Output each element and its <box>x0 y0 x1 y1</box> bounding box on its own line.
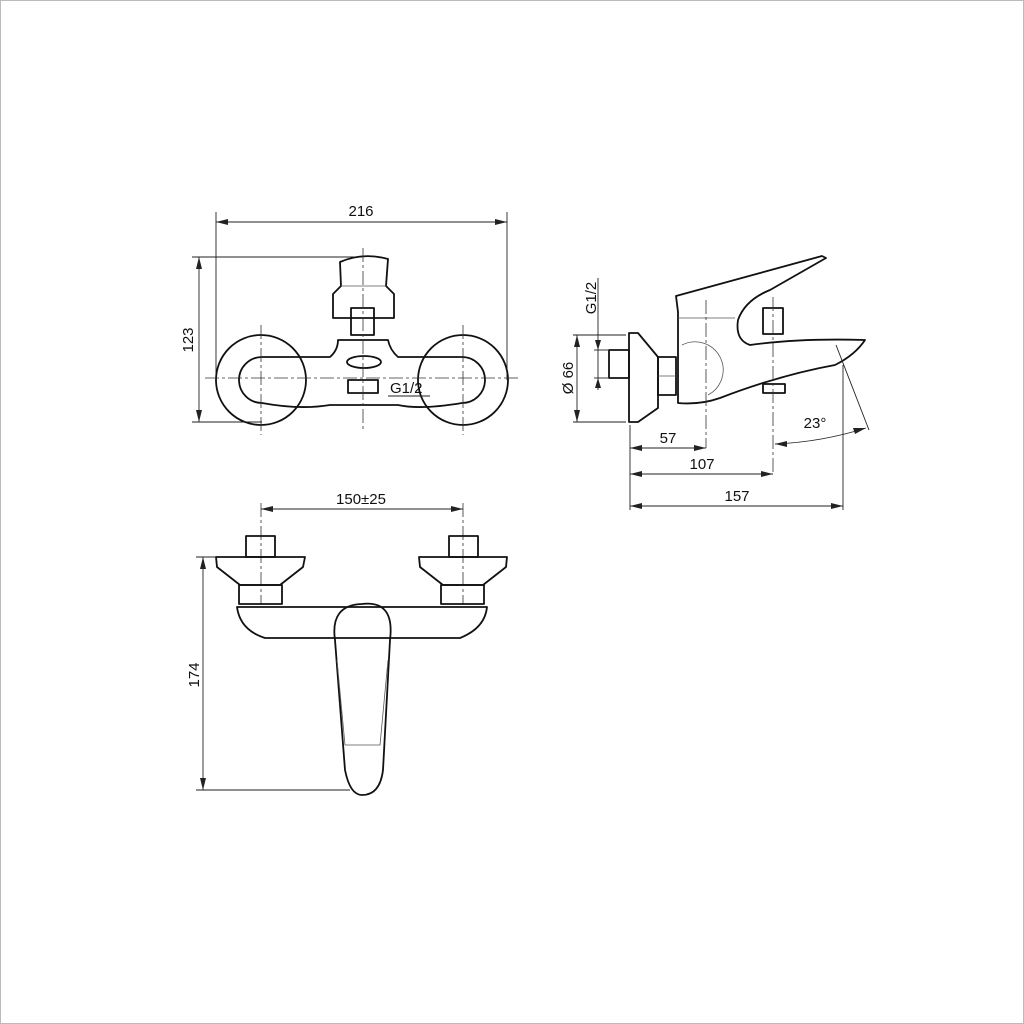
dim-150-25: 150±25 <box>336 491 386 508</box>
bottom-view <box>196 503 508 796</box>
dim-157: 157 <box>724 488 749 505</box>
side-view <box>573 255 870 510</box>
dim-123: 123 <box>180 327 197 352</box>
thread-label-front: G1/2 <box>390 380 423 397</box>
dim-diameter-66: Ø 66 <box>560 362 577 395</box>
dim-174: 174 <box>186 662 203 687</box>
dim-57: 57 <box>660 430 677 447</box>
dim-107: 107 <box>689 456 714 473</box>
front-view <box>192 212 518 435</box>
dim-angle-23: 23° <box>804 415 827 432</box>
thread-label-side: G1/2 <box>583 282 600 315</box>
dim-216: 216 <box>348 203 373 220</box>
